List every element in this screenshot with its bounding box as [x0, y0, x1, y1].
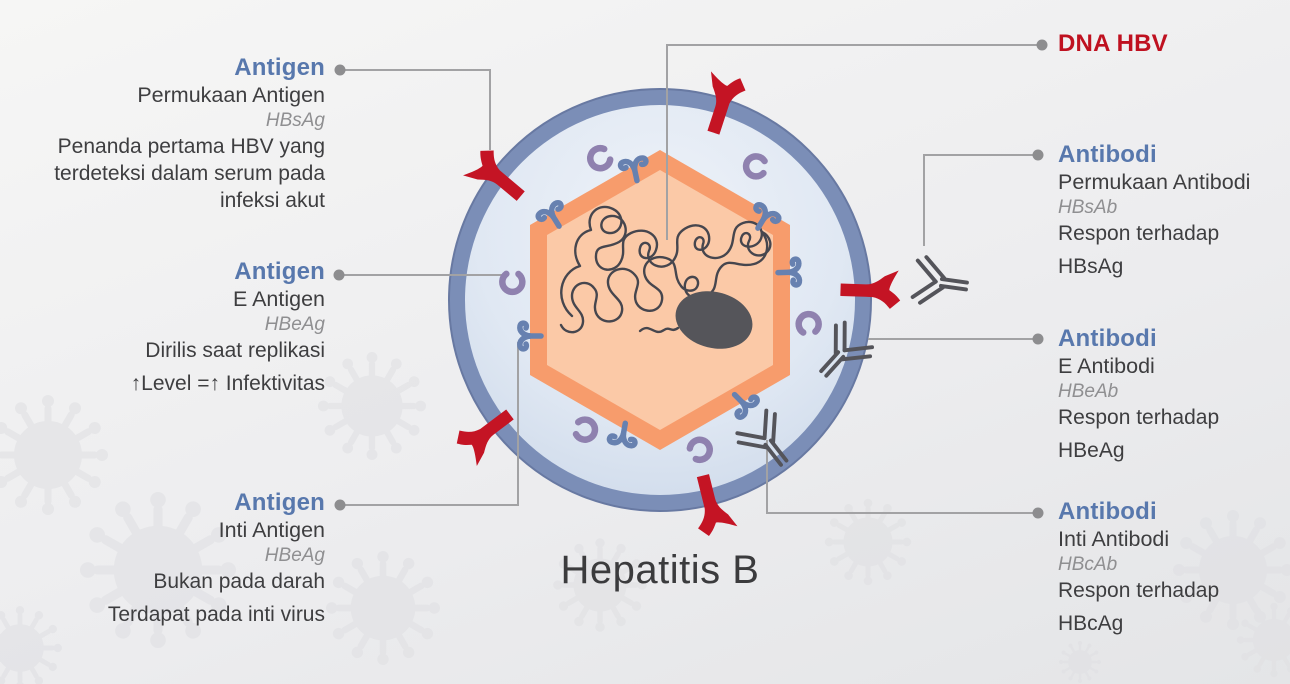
dna-hbv-heading: DNA HBV: [1058, 30, 1168, 57]
label-desc-line: ↑Level =↑ Infektivitas: [130, 372, 325, 395]
label-heading: Antigen: [234, 489, 325, 516]
label-dna-hbv: DNA HBV: [1058, 30, 1290, 58]
label-e-antibody: Antibodi E Antibodi HBeAb Respon terhada…: [1058, 325, 1290, 464]
label-heading: Antibodi: [1058, 325, 1157, 352]
label-name: Inti Antibodi: [1058, 527, 1170, 551]
label-heading: Antibodi: [1058, 141, 1157, 168]
label-desc-line: HBsAg: [1058, 255, 1124, 278]
dna-polymerase: [675, 291, 753, 349]
label-desc-line: terdeteksi dalam serum pada: [54, 162, 325, 185]
label-abbreviation: HBeAb: [1058, 381, 1119, 402]
label-abbreviation: HBeAg: [264, 545, 325, 566]
label-name: E Antigen: [232, 287, 325, 311]
diagram-title: Hepatitis B: [560, 548, 760, 592]
label-name: Permukaan Antibodi: [1058, 170, 1251, 194]
label-abbreviation: HBsAb: [1058, 197, 1118, 218]
label-abbreviation: HBeAg: [264, 314, 325, 335]
label-desc-line: Respon terhadap: [1058, 222, 1220, 245]
label-name: Inti Antigen: [218, 518, 325, 542]
label-desc-line: Dirilis saat replikasi: [145, 339, 325, 362]
label-surface-antigen: Antigen Permukaan Antigen HBsAg Penanda …: [0, 54, 325, 214]
label-core-antigen: Antigen Inti Antigen HBeAg Bukan pada da…: [0, 489, 325, 628]
label-name: Permukaan Antigen: [137, 83, 325, 107]
label-heading: Antibodi: [1058, 498, 1157, 525]
label-desc-line: Penanda pertama HBV yang: [57, 135, 325, 158]
label-desc-line: HBeAg: [1058, 439, 1125, 462]
leader-lines: [339, 44, 1042, 514]
label-desc-line: Terdapat pada inti virus: [107, 603, 325, 626]
label-abbreviation: HBsAg: [265, 110, 325, 131]
label-desc-line: Bukan pada darah: [153, 570, 325, 593]
label-desc-line: Respon terhadap: [1058, 406, 1220, 429]
virus-capsid: [530, 150, 790, 450]
label-abbreviation: HBcAb: [1058, 554, 1118, 575]
label-core-antibody: Antibodi Inti Antibodi HBcAb Respon terh…: [1058, 498, 1290, 637]
label-heading: Antigen: [234, 54, 325, 81]
label-desc-line: infeksi akut: [219, 189, 325, 212]
leader-dots: [333, 39, 1048, 519]
label-desc-line: HBcAg: [1058, 612, 1124, 635]
label-name: E Antibodi: [1058, 354, 1155, 378]
label-e-antigen: Antigen E Antigen HBeAg Dirilis saat rep…: [0, 258, 325, 397]
label-heading: Antigen: [234, 258, 325, 285]
label-desc-line: Respon terhadap: [1058, 579, 1220, 602]
label-surface-antibody: Antibodi Permukaan Antibodi HBsAb Respon…: [1058, 141, 1290, 280]
